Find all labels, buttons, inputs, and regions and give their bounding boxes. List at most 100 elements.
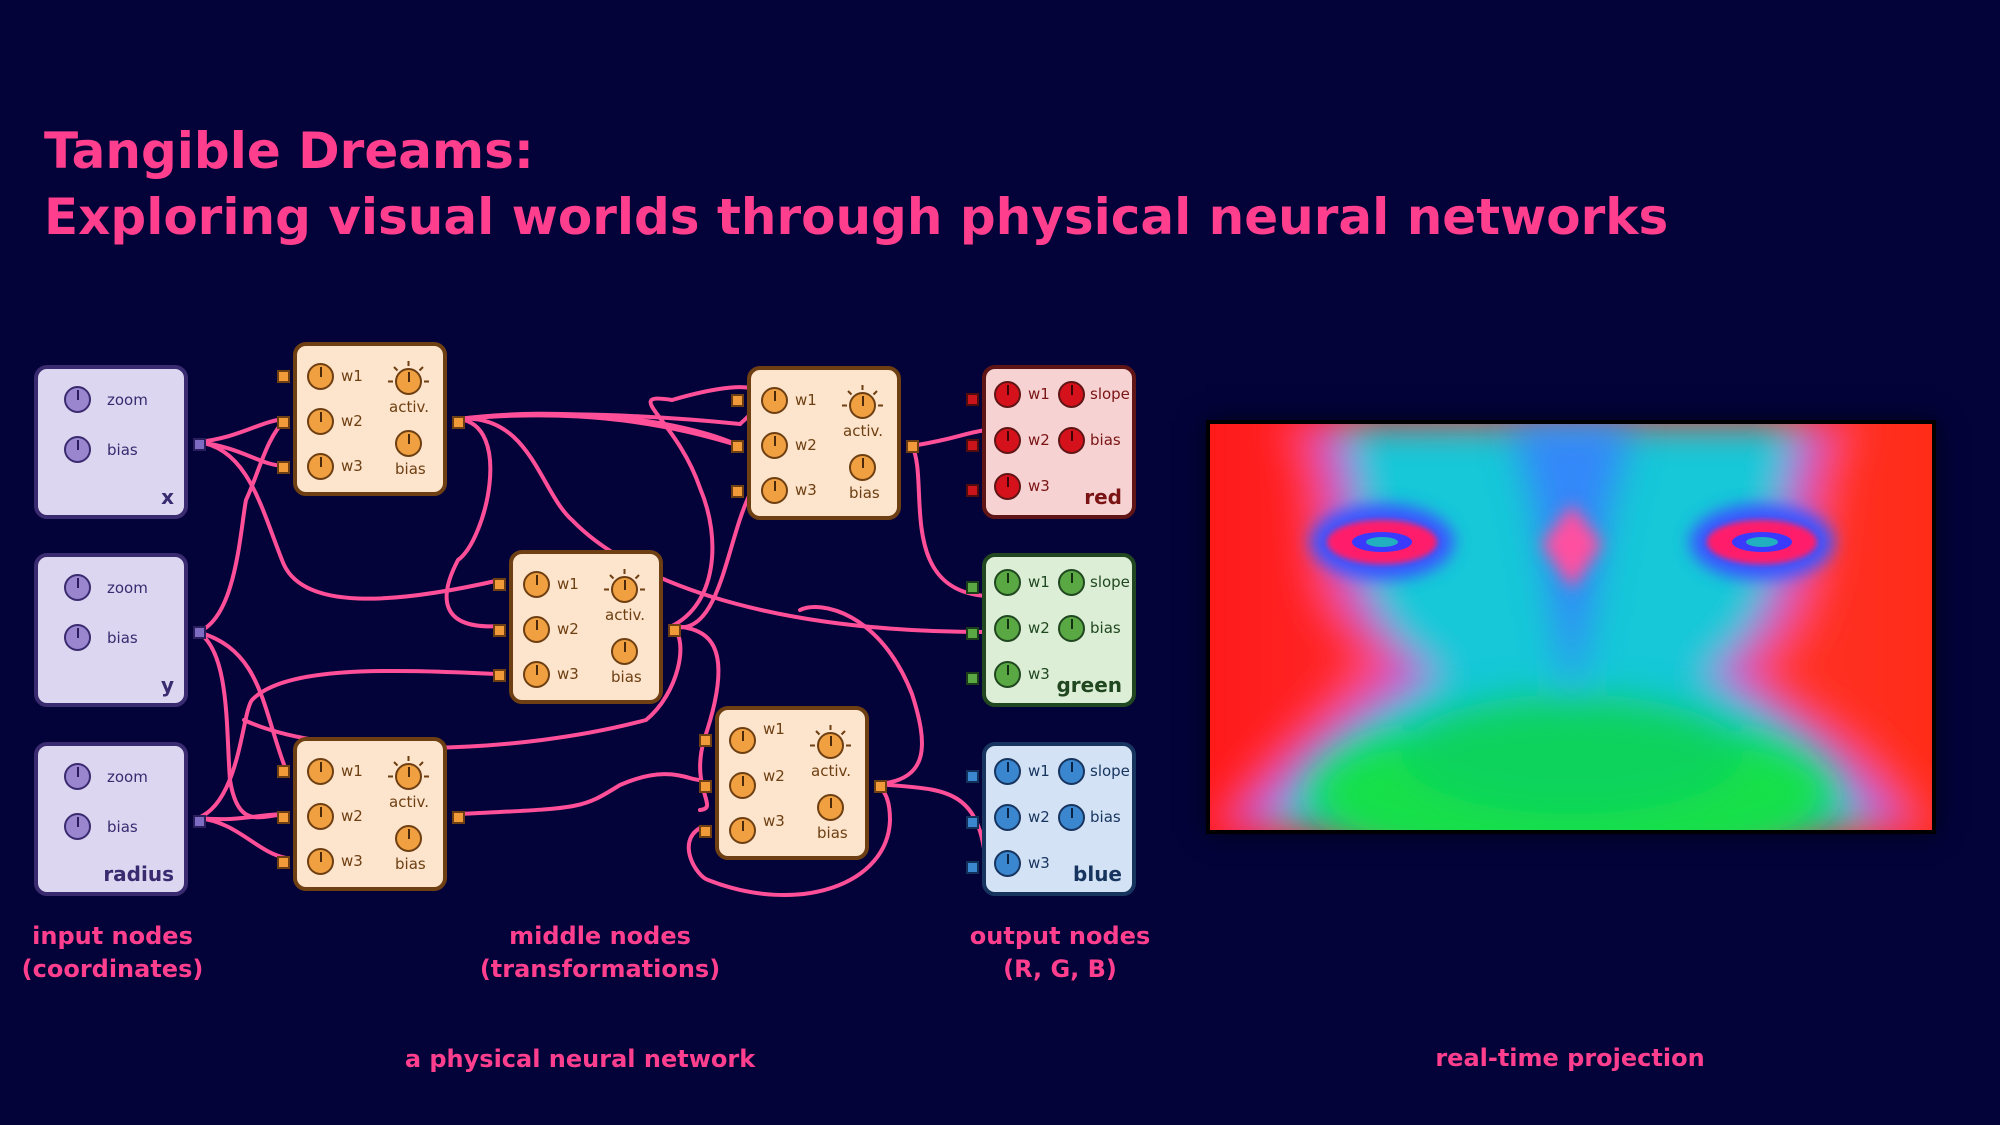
zoom-knob[interactable]: [64, 574, 91, 601]
slope-knob[interactable]: [1058, 569, 1085, 596]
input-port-w1[interactable]: [277, 765, 290, 778]
bias-knob[interactable]: [64, 436, 91, 463]
middle-node-5: w1 w2 w3 activ. bias: [699, 706, 887, 860]
w3-knob[interactable]: [994, 850, 1021, 877]
bias-knob[interactable]: [1058, 615, 1085, 642]
input-port-w3[interactable]: [699, 825, 712, 838]
w3-knob[interactable]: [761, 477, 788, 504]
w3-knob[interactable]: [307, 453, 334, 480]
input-port-w2[interactable]: [493, 624, 506, 637]
input-port-w2[interactable]: [277, 811, 290, 824]
input-port-w2[interactable]: [966, 439, 979, 452]
input-port-w3[interactable]: [966, 484, 979, 497]
input-port-w2[interactable]: [966, 627, 979, 640]
bias-knob[interactable]: [611, 638, 638, 665]
input-port-w1[interactable]: [699, 734, 712, 747]
w1-knob[interactable]: [994, 381, 1021, 408]
zoom-knob[interactable]: [64, 386, 91, 413]
w2-knob[interactable]: [994, 615, 1021, 642]
wire: [456, 411, 742, 448]
output-port[interactable]: [193, 626, 206, 639]
w3-knob[interactable]: [729, 817, 756, 844]
bias-knob[interactable]: [1058, 804, 1085, 831]
w2-knob[interactable]: [761, 432, 788, 459]
w2-knob[interactable]: [307, 803, 334, 830]
activation-knob[interactable]: [611, 576, 638, 603]
activation-knob[interactable]: [395, 368, 422, 395]
input-port-w3[interactable]: [277, 856, 290, 869]
bias-knob[interactable]: [395, 825, 422, 852]
input-port-w1[interactable]: [731, 394, 744, 407]
zoom-knob[interactable]: [64, 763, 91, 790]
w2-knob[interactable]: [994, 804, 1021, 831]
node-name: green: [1056, 673, 1122, 697]
knob-label: w2: [341, 807, 363, 825]
knob-label: bias: [817, 824, 848, 842]
w1-knob[interactable]: [994, 758, 1021, 785]
activation-knob[interactable]: [395, 763, 422, 790]
w1-knob[interactable]: [523, 571, 550, 598]
left-eye-icon: [1310, 504, 1454, 580]
activation-knob[interactable]: [817, 732, 844, 759]
input-port-w3[interactable]: [277, 461, 290, 474]
w3-knob[interactable]: [994, 661, 1021, 688]
input-port-w3[interactable]: [731, 485, 744, 498]
wire: [196, 816, 288, 860]
knob-label: activ.: [811, 762, 851, 780]
bias-knob[interactable]: [1058, 427, 1085, 454]
input-port-w3[interactable]: [966, 672, 979, 685]
w3-knob[interactable]: [994, 473, 1021, 500]
bias-knob[interactable]: [64, 624, 91, 651]
knob-label: w2: [341, 412, 363, 430]
w2-knob[interactable]: [729, 772, 756, 799]
output-port[interactable]: [874, 780, 887, 793]
input-port-w2[interactable]: [699, 780, 712, 793]
knob-label: zoom: [107, 768, 148, 786]
knob-label: w3: [341, 852, 363, 870]
network-caption: a physical neural network: [404, 1045, 756, 1073]
w1-knob[interactable]: [729, 727, 756, 754]
projection-image: [1210, 424, 1932, 830]
input-port-w2[interactable]: [277, 416, 290, 429]
output-port[interactable]: [906, 440, 919, 453]
output-port[interactable]: [193, 815, 206, 828]
slope-knob[interactable]: [1058, 381, 1085, 408]
output-port[interactable]: [452, 811, 465, 824]
activation-rays-icon: [388, 756, 429, 778]
output-port[interactable]: [193, 438, 206, 451]
input-port-w1[interactable]: [493, 578, 506, 591]
w3-knob[interactable]: [307, 848, 334, 875]
w1-knob[interactable]: [994, 569, 1021, 596]
input-port-w3[interactable]: [966, 861, 979, 874]
input-port-w1[interactable]: [966, 581, 979, 594]
knob-label: w1: [795, 391, 817, 409]
w3-knob[interactable]: [523, 661, 550, 688]
w2-knob[interactable]: [307, 408, 334, 435]
input-port-w1[interactable]: [966, 770, 979, 783]
middle-node-2: w1 w2 w3 activ. bias: [493, 550, 681, 704]
output-port[interactable]: [668, 624, 681, 637]
w1-knob[interactable]: [307, 758, 334, 785]
w1-knob[interactable]: [761, 387, 788, 414]
slope-knob[interactable]: [1058, 758, 1085, 785]
input-port-w3[interactable]: [493, 669, 506, 682]
input-port-w2[interactable]: [731, 440, 744, 453]
middle-nodes-caption: middle nodes (transformations): [460, 920, 740, 986]
activation-knob[interactable]: [849, 392, 876, 419]
w1-knob[interactable]: [307, 363, 334, 390]
w2-knob[interactable]: [994, 427, 1021, 454]
bias-knob[interactable]: [817, 794, 844, 821]
bias-knob[interactable]: [849, 454, 876, 481]
bias-knob[interactable]: [395, 430, 422, 457]
input-port-w1[interactable]: [277, 370, 290, 383]
knob-label: w1: [1028, 762, 1050, 780]
output-port[interactable]: [452, 416, 465, 429]
right-eye-icon: [1690, 504, 1834, 580]
input-port-w2[interactable]: [966, 816, 979, 829]
knob-label: activ.: [843, 422, 883, 440]
input-port-w1[interactable]: [966, 393, 979, 406]
bias-knob[interactable]: [64, 813, 91, 840]
knob-label: bias: [107, 818, 138, 836]
w2-knob[interactable]: [523, 616, 550, 643]
caption-line: middle nodes: [509, 922, 691, 950]
